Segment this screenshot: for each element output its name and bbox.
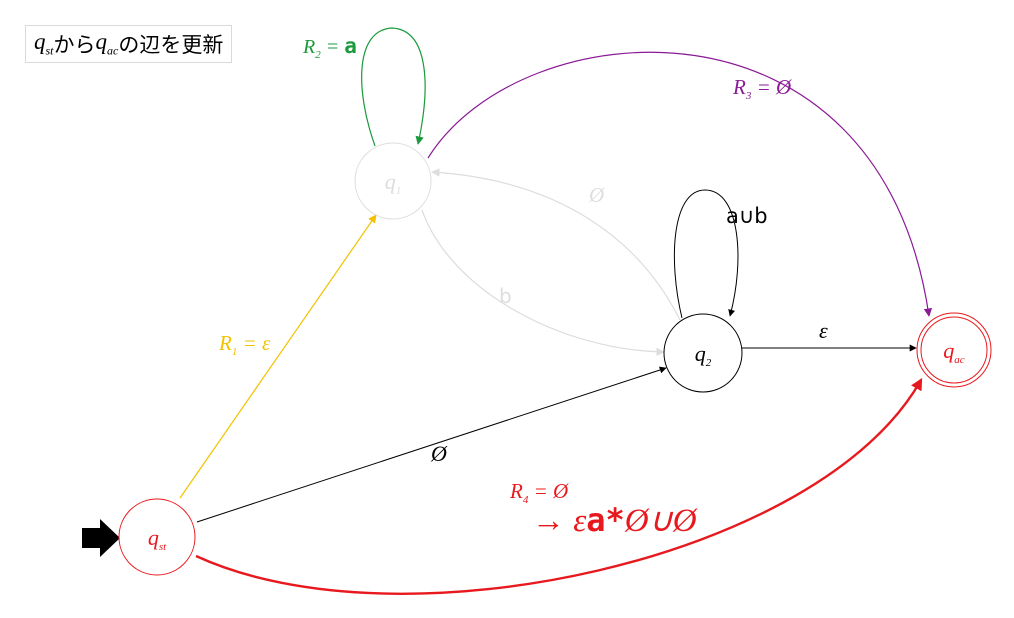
label-q2-q1-b: b [499,284,512,308]
title-mid: から [53,33,96,57]
node-q1-circle [354,142,432,220]
node-q2-label: q2 [694,340,712,370]
title-tail: の辺を更新 [118,33,224,57]
label-q2-qac: ε [819,318,828,343]
label-qst-q2: Ø [431,441,447,466]
edge-qst-qac [195,377,923,595]
edge-qst-q1 [179,214,377,499]
node-qac-circle-inner [920,316,988,384]
edge-qst-q2 [196,366,667,523]
label-q1-q2-empty: Ø [589,183,605,207]
node-qst-label: qst [147,524,167,554]
label-r3: R3 = Ø [733,75,792,103]
edge-q2-q1 [431,168,681,321]
node-q1-label: q1 [384,168,402,198]
label-r4: R4 = Ø [510,479,569,507]
edge-q1-qac [427,51,933,317]
node-qac-circle-outer [916,312,992,388]
node-q2-circle [663,313,743,393]
edge-q1-loop [361,27,426,147]
title-q-st: qst [34,29,54,58]
label-r1: R1 = ε [219,331,271,359]
label-q2-loop: a∪b [726,204,768,228]
start-arrow [82,519,120,557]
title-q-ac: qac [95,29,119,58]
edge-q2-loop [673,189,739,319]
node-qst-circle [118,498,196,576]
node-qac-label: qac [943,337,965,367]
label-r4-new: → εa*Ø∪Ø [532,501,697,539]
diagram-title: qst から qac の辺を更新 [25,25,233,63]
label-r2: R2 = a [303,34,357,61]
edge-q1-q2 [421,209,665,357]
